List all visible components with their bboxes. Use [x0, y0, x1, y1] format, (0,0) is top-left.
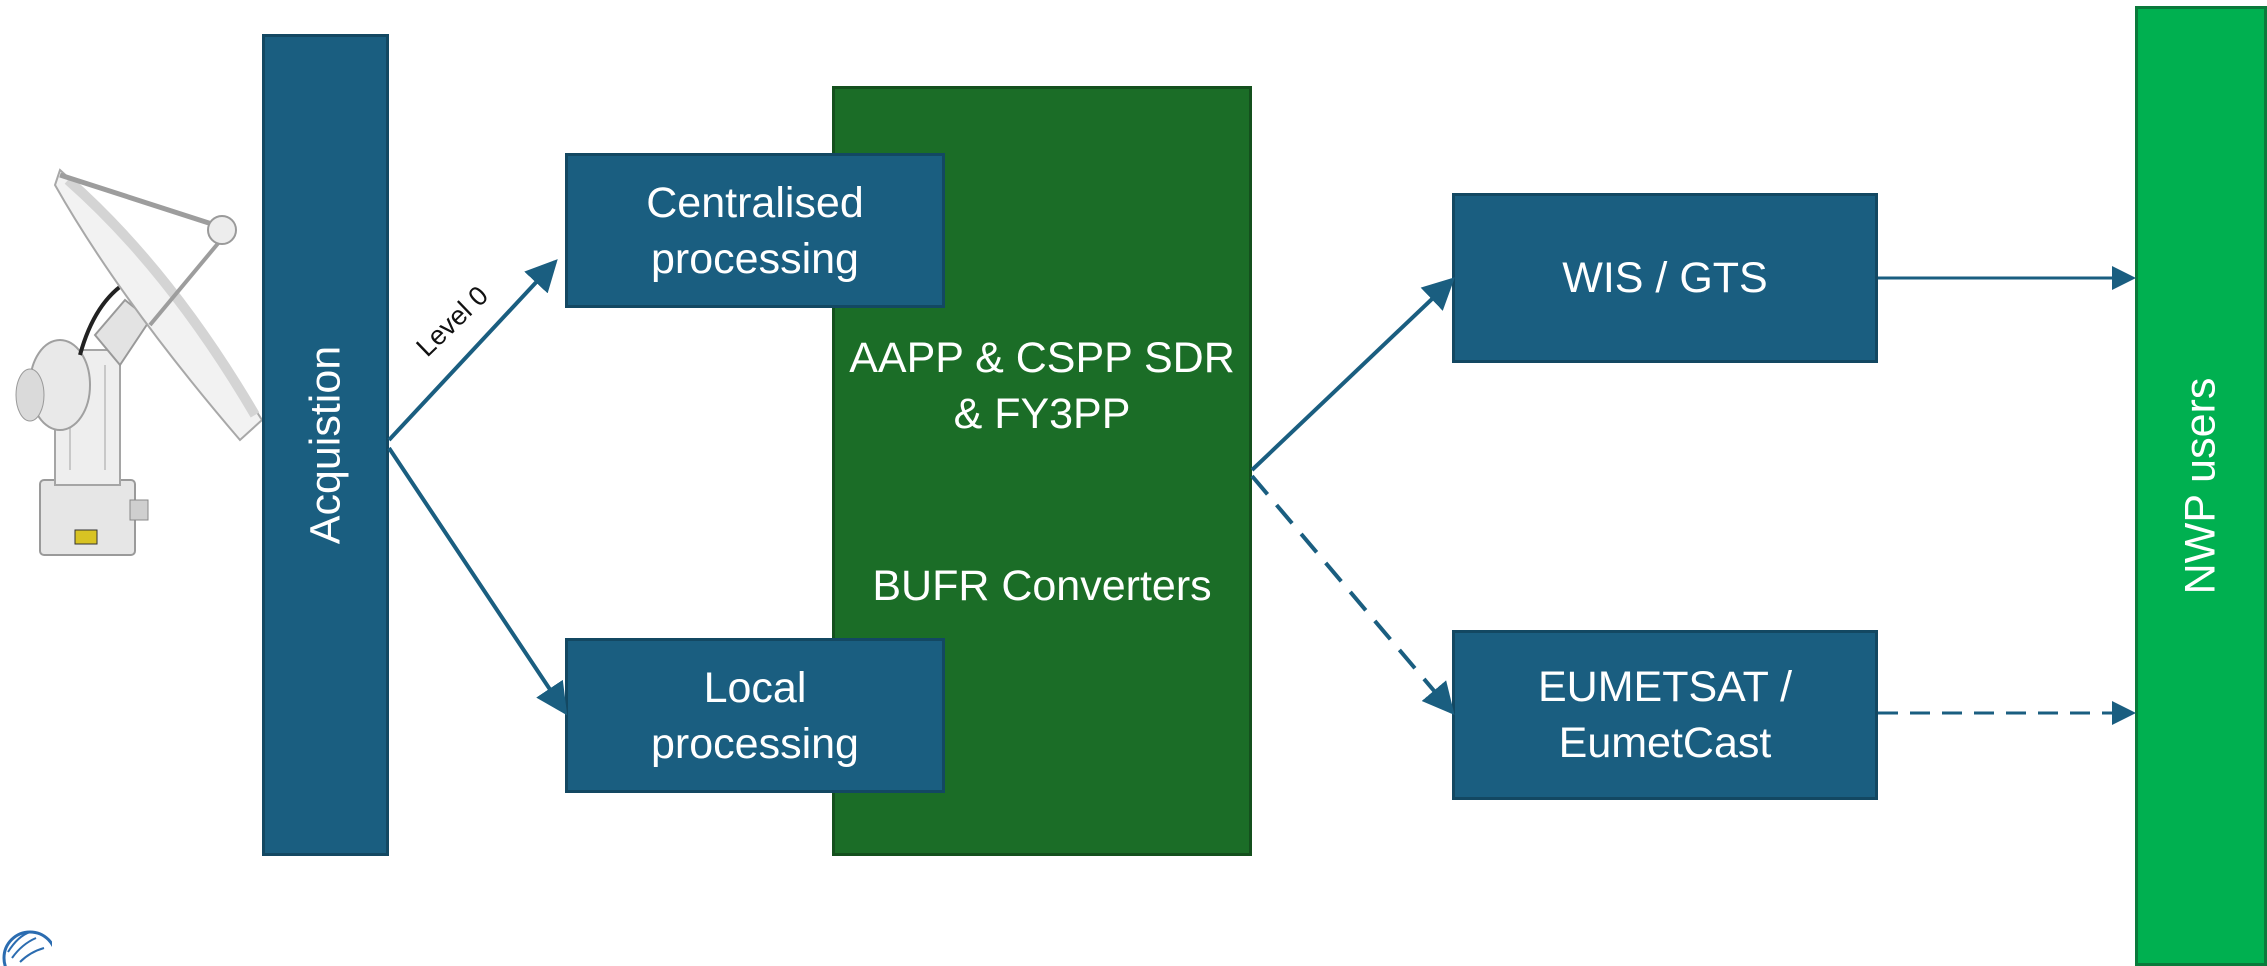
local-processing-label: Local processing — [651, 663, 859, 768]
nwp-users-box: NWP users — [2135, 6, 2267, 966]
processing-label: AAPP & CSPP SDR & FY3PP — [849, 334, 1235, 438]
eumetsat-box: EUMETSAT / EumetCast — [1452, 630, 1878, 800]
acquisition-box: Acquistion — [262, 34, 389, 856]
wis-gts-label: WIS / GTS — [1562, 254, 1768, 302]
wis-gts-box: WIS / GTS — [1452, 193, 1878, 363]
eumetsat-label: EUMETSAT / EumetCast — [1537, 663, 1793, 767]
wmo-logo-icon — [2, 930, 52, 966]
dashed-arrow-to-eumetsat — [1250, 474, 1455, 716]
arrow-to-centralised — [387, 259, 558, 442]
satellite-antenna-icon — [15, 168, 264, 556]
local-processing-box: Local processing — [565, 638, 945, 793]
centralised-processing-label: Centralised processing — [646, 178, 864, 283]
bufr-converters-label: BUFR Converters — [872, 562, 1212, 610]
arrow-to-wis — [1250, 277, 1455, 472]
centralised-processing-box: Centralised processing — [565, 153, 945, 308]
arrow-to-local — [387, 446, 568, 716]
